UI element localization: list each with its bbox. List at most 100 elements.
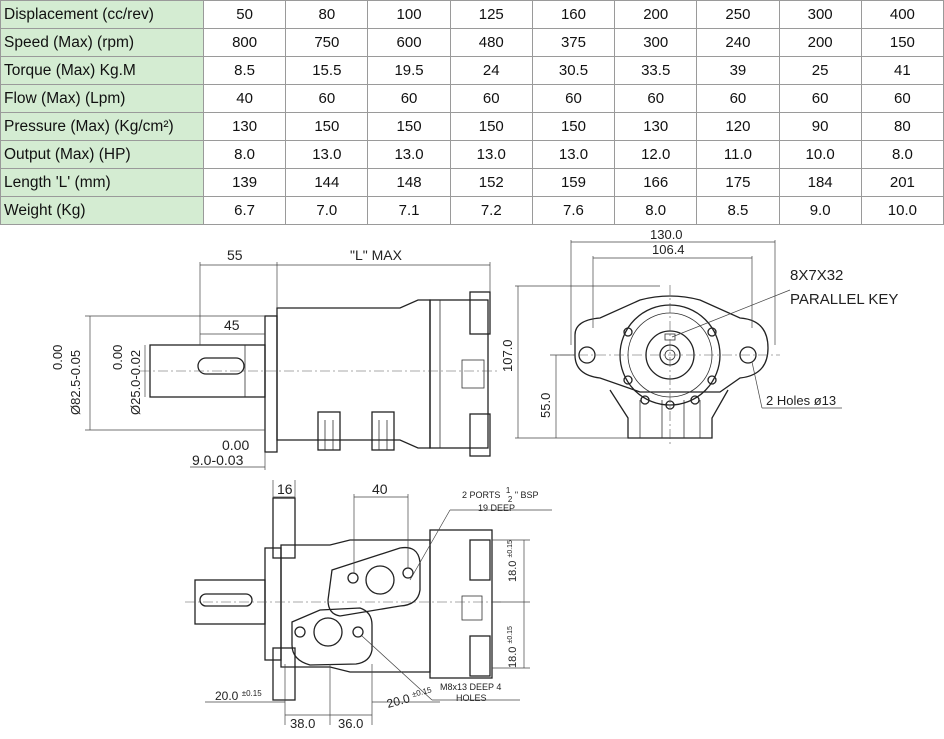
row-label: Displacement (cc/rev) — [0, 0, 204, 29]
port-dim-20-right-value: 20.0 — [385, 691, 411, 711]
table-cell: 60 — [367, 84, 451, 113]
table-cell: 60 — [449, 84, 533, 113]
port-ports-deep: 19 DEEP — [478, 503, 515, 513]
port-ports-frac-den: 2 — [508, 495, 513, 504]
table-cell: 60 — [285, 84, 369, 113]
table-cell: 40 — [202, 84, 287, 113]
front-key-label: PARALLEL KEY — [790, 291, 898, 308]
table-cell: 24 — [449, 56, 533, 85]
table-cell: 139 — [202, 168, 287, 197]
table-cell: 184 — [778, 168, 862, 197]
table-cell: 200 — [614, 0, 698, 29]
side-dim-d82-tol: 0.00 — [50, 345, 65, 370]
table-cell: 11.0 — [696, 140, 780, 169]
table-cell: 60 — [860, 84, 944, 113]
table-cell: 60 — [531, 84, 616, 113]
table-cell: 120 — [696, 112, 780, 141]
table-cell: 130 — [202, 112, 287, 141]
table-cell: 60 — [696, 84, 780, 113]
front-view-drawing: 130.0 106.4 8X7X32 PARALLEL KEY 107.0 55… — [500, 228, 898, 445]
port-ports-prefix: 2 PORTS — [462, 490, 500, 500]
table-cell: 375 — [531, 28, 616, 57]
front-dim-107: 107.0 — [500, 339, 515, 372]
table-cell: 13.0 — [367, 140, 451, 169]
table-cell: 150 — [860, 28, 944, 57]
table-cell: 90 — [778, 112, 862, 141]
port-dim-18-bot: 18.0 ±0.15 — [507, 626, 519, 668]
table-cell: 19.5 — [367, 56, 451, 85]
table-cell: 8.0 — [614, 196, 698, 225]
table-cell: 9.0 — [778, 196, 862, 225]
side-view-drawing: 55 "L" MAX 45 0.00 Ø82.5-0.05 0.00 Ø25.0… — [50, 247, 500, 470]
table-cell: 240 — [696, 28, 780, 57]
front-dim-55: 55.0 — [538, 393, 553, 418]
port-dim-18-bot-value: 18.0 — [507, 647, 519, 668]
front-dim-106: 106.4 — [652, 242, 685, 257]
table-cell: 12.0 — [614, 140, 698, 169]
table-cell: 10.0 — [778, 140, 862, 169]
table-cell: 39 — [696, 56, 780, 85]
table-cell: 150 — [367, 112, 451, 141]
port-ports-label: 2 PORTS 1 2 " BSP — [462, 485, 539, 504]
table-cell: 800 — [202, 28, 287, 57]
side-dim-55: 55 — [227, 247, 243, 263]
table-cell: 13.0 — [531, 140, 616, 169]
table-cell: 30.5 — [531, 56, 616, 85]
table-cell: 80 — [860, 112, 944, 141]
front-key-size: 8X7X32 — [790, 267, 843, 284]
side-dim-l-max: "L" MAX — [350, 247, 403, 263]
row-label: Weight (Kg) — [0, 196, 204, 225]
table-cell: 175 — [696, 168, 780, 197]
port-dim-20-right-tol: ±0.15 — [411, 685, 433, 699]
port-dim-18-top-value: 18.0 — [507, 561, 519, 582]
table-cell: 150 — [449, 112, 533, 141]
table-cell: 33.5 — [614, 56, 698, 85]
row-label: Speed (Max) (rpm) — [0, 28, 204, 57]
table-cell: 80 — [285, 0, 369, 29]
front-dim-130: 130.0 — [650, 228, 683, 242]
side-dim-d25-tol: 0.00 — [110, 345, 125, 370]
table-cell: 100 — [367, 0, 451, 29]
table-cell: 152 — [449, 168, 533, 197]
table-cell: 7.0 — [285, 196, 369, 225]
table-cell: 6.7 — [202, 196, 287, 225]
port-dim-18-top-tol: ±0.15 — [507, 540, 514, 558]
row-label: Length 'L' (mm) — [0, 168, 204, 197]
table-cell: 166 — [614, 168, 698, 197]
port-dim-20-left-tol: ±0.15 — [242, 689, 263, 698]
port-dim-20-right: 20.0 ±0.15 — [385, 685, 434, 711]
row-label: Flow (Max) (Lpm) — [0, 84, 204, 113]
table-cell: 50 — [202, 0, 287, 29]
row-label: Output (Max) (HP) — [0, 140, 204, 169]
side-dim-key: 9.0-0.03 — [192, 452, 244, 468]
table-cell: 600 — [367, 28, 451, 57]
table-cell: 13.0 — [285, 140, 369, 169]
table-cell: 7.1 — [367, 196, 451, 225]
table-cell: 8.5 — [696, 196, 780, 225]
row-label: Torque (Max) Kg.M — [0, 56, 204, 85]
table-cell: 480 — [449, 28, 533, 57]
port-dim-20-left: 20.0 ±0.15 — [215, 689, 262, 703]
table-cell: 7.2 — [449, 196, 533, 225]
table-cell: 148 — [367, 168, 451, 197]
front-holes-label: 2 Holes ø13 — [766, 393, 836, 408]
table-cell: 150 — [531, 112, 616, 141]
side-dim-key-tol: 0.00 — [222, 437, 249, 453]
table-cell: 60 — [614, 84, 698, 113]
table-cell: 250 — [696, 0, 780, 29]
port-bolt-label-1: M8x13 DEEP 4 — [440, 682, 501, 692]
table-cell: 125 — [449, 0, 533, 29]
port-dim-16: 16 — [277, 481, 293, 497]
table-cell: 300 — [614, 28, 698, 57]
table-cell: 144 — [285, 168, 369, 197]
port-dim-40: 40 — [372, 481, 388, 497]
table-cell: 150 — [285, 112, 369, 141]
table-cell: 160 — [531, 0, 616, 29]
